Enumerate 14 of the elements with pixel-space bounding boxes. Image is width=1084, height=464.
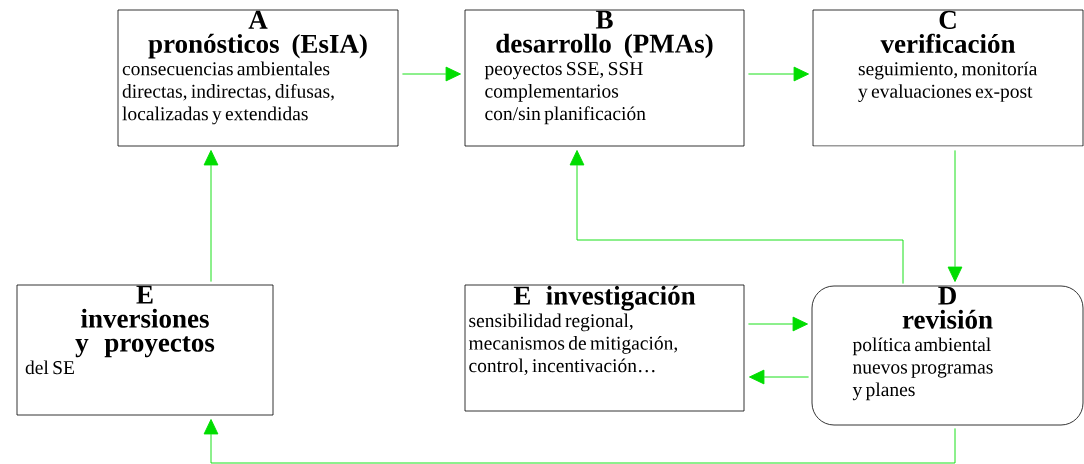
process-box: C verificación seguimiento, monitoría y evaluaciones ex-post: [812, 9, 1084, 147]
process-box: E inversiones y proyectos del SE: [16, 284, 274, 416]
arrow: [203, 150, 219, 283]
process-box: B desarrollo (PMAs) peoyectos SSE, SSH complementarios con/sin planificación: [464, 9, 745, 147]
arrow: [569, 150, 904, 285]
arrow: [747, 66, 809, 82]
process-box: E investigación sensibilidad regional, mecanismos de mitigación, control, incentivación…: [464, 284, 745, 412]
arrow: [203, 419, 956, 464]
arrow: [749, 369, 810, 385]
arrow: [401, 66, 461, 82]
process-box: A pronósticos (EsIA) consecuencias ambientales directas, indirectas, difusas, localizadas y extendidas: [117, 9, 399, 147]
arrow: [947, 149, 963, 282]
process-box: D revisión política ambiental nuevos programas y planes: [811, 285, 1084, 426]
arrow: [747, 316, 808, 332]
